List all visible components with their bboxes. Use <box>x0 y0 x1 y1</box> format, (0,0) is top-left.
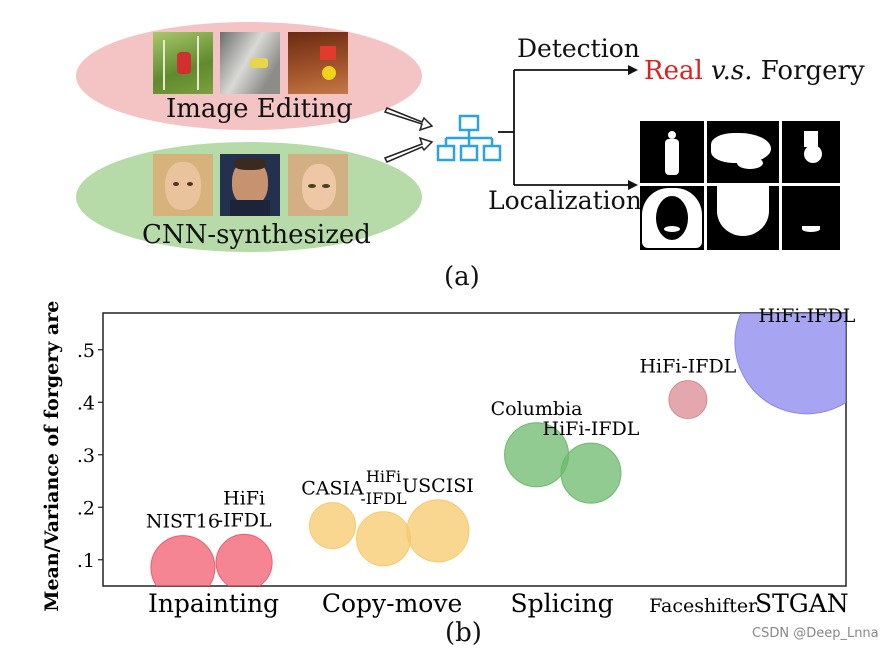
input-arrow-top <box>383 107 434 132</box>
real-text: Real <box>644 56 703 86</box>
y-tick-label-1: .2 <box>77 497 95 519</box>
caption-b: (b) <box>445 618 482 648</box>
bubble-6 <box>560 442 622 504</box>
caption-a: (a) <box>444 262 480 292</box>
plot-frame <box>102 312 847 587</box>
csdn-watermark: CSDN @Deep_Lnna <box>752 626 879 641</box>
mask-blob <box>707 121 779 183</box>
thumb-flower-photo <box>153 32 213 94</box>
thumb-water-photo <box>220 32 280 94</box>
bubble-0 <box>150 535 216 586</box>
y-axis-label: Mean/Variance of forgery area <box>41 300 63 612</box>
bubble-label-3: HiFi-IFDL <box>360 467 407 508</box>
bubble-8 <box>734 313 846 415</box>
category-label-0: Inpainting <box>148 589 279 618</box>
y-tick-label-2: .3 <box>77 445 95 467</box>
bubble-label-4: USCISI <box>402 475 474 497</box>
bubble-label-5: Columbia <box>491 398 583 420</box>
detection-label: Detection <box>517 34 640 63</box>
mask-mouth <box>782 186 840 250</box>
network-hierarchy-icon <box>436 114 502 162</box>
category-label-3: Faceshifter <box>649 595 758 617</box>
category-label-2: Splicing <box>510 589 613 618</box>
thumb-ball-photo <box>288 32 348 94</box>
detection-arrowhead <box>628 65 638 75</box>
mask-object <box>782 121 840 183</box>
bubble-label-7: HiFi-IFDL <box>639 356 736 378</box>
y-tick-label-4: .5 <box>77 340 95 362</box>
mask-person <box>640 121 704 183</box>
thumb-face-1 <box>153 154 213 216</box>
bubble-label-1: HiFi-IFDL <box>217 487 272 531</box>
category-label-1: Copy-move <box>322 589 462 618</box>
bubble-label-8: HiFi-IFDL <box>758 305 855 327</box>
bubble-chart: NIST16HiFi-IFDLCASIAHiFi-IFDLUSCISIColum… <box>41 300 856 618</box>
bubble-label-2: CASIA <box>301 478 364 500</box>
vs-text: v.s. <box>711 56 753 86</box>
y-tick-label-0: .1 <box>77 550 95 572</box>
bubble-1 <box>215 533 273 586</box>
input-arrow-bottom <box>383 136 434 163</box>
cnn-synthesized-label: CNN-synthesized <box>142 220 371 250</box>
detection-result: Real v.s. Forgery <box>644 56 865 86</box>
forgery-text: Forgery <box>760 56 865 86</box>
y-tick-label-3: .4 <box>77 392 95 414</box>
thumb-face-3 <box>288 154 348 216</box>
bubble-7 <box>668 380 708 420</box>
image-editing-label: Image Editing <box>166 94 353 124</box>
category-label-4: STGAN <box>755 589 849 618</box>
localization-label: Localization <box>488 186 642 215</box>
localization-arrowhead <box>628 180 638 190</box>
thumb-face-2 <box>220 154 280 216</box>
mask-hair <box>640 186 704 250</box>
mask-face <box>707 186 779 250</box>
bubble-label-0: NIST16 <box>146 511 220 533</box>
flow-diagram <box>383 65 638 190</box>
bubble-3 <box>356 511 412 567</box>
bubble-4 <box>406 499 470 563</box>
bubble-label-6: HiFi-IFDL <box>543 418 640 440</box>
bubble-2 <box>309 502 357 550</box>
